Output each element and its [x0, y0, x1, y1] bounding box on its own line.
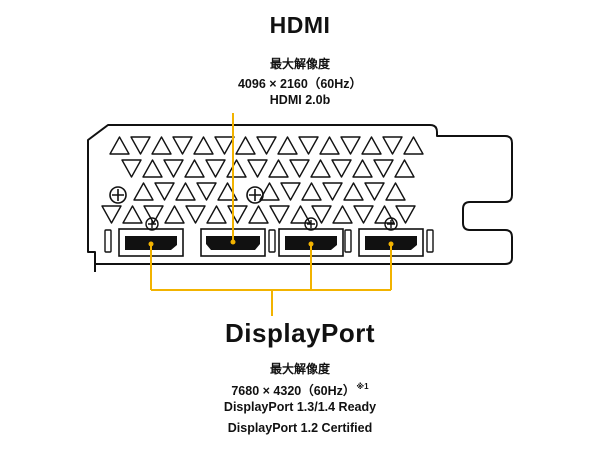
vent-hole	[206, 205, 227, 224]
vent-hole	[172, 136, 193, 155]
vent-hole	[277, 136, 298, 155]
vent-hole	[185, 205, 206, 224]
vent-hole	[403, 136, 424, 155]
vent-hole	[235, 136, 256, 155]
vent-hole	[226, 159, 247, 178]
vent-hole	[332, 205, 353, 224]
hdmi-version: HDMI 2.0b	[269, 93, 331, 107]
vent-hole	[227, 205, 248, 224]
vent-hole	[280, 182, 301, 201]
vent-hole	[311, 205, 332, 224]
displayport-resolution-value: 7680 × 4320（60Hz）	[231, 384, 356, 398]
vent-hole	[214, 136, 235, 155]
vent-hole	[121, 159, 142, 178]
vent-hole	[175, 182, 196, 201]
vent-hole	[151, 136, 172, 155]
vent-hole	[331, 159, 352, 178]
vent-hole	[184, 159, 205, 178]
vent-hole	[142, 159, 163, 178]
vent-hole	[164, 205, 185, 224]
hdmi-resolution-value: 4096 × 2160（60Hz）	[237, 77, 363, 91]
displayport-support-line-1: DisplayPort 1.3/1.4 Ready	[223, 400, 377, 414]
displayport-support-line-2: DisplayPort 1.2 Certified	[227, 421, 373, 435]
callout-lines	[150, 113, 392, 316]
vent-hole	[364, 182, 385, 201]
vent-hole	[319, 136, 340, 155]
screw-icon	[109, 186, 127, 204]
hdmi-resolution-label: 最大解像度	[269, 57, 330, 71]
vent-hole	[382, 136, 403, 155]
vent-hole	[340, 136, 361, 155]
screw-icon	[304, 217, 318, 231]
vent-hole	[248, 205, 269, 224]
vent-grid	[101, 136, 424, 224]
vent-hole	[352, 159, 373, 178]
displayport-resolution-label: 最大解像度	[269, 362, 330, 376]
vent-hole	[163, 159, 184, 178]
vent-hole	[353, 205, 374, 224]
vent-hole	[290, 205, 311, 224]
vent-hole	[196, 182, 217, 201]
vent-hole	[217, 182, 238, 201]
vent-hole	[205, 159, 226, 178]
vent-hole	[259, 182, 280, 201]
vent-hole	[130, 136, 151, 155]
displayport-title: DisplayPort	[225, 318, 375, 348]
vent-hole	[268, 159, 289, 178]
vent-hole	[101, 205, 122, 224]
footnote-mark: ※1	[356, 382, 369, 391]
vent-hole	[154, 182, 175, 201]
vent-hole	[395, 205, 416, 224]
screw-icon	[246, 186, 264, 204]
vent-hole	[343, 182, 364, 201]
screw-icon	[145, 217, 159, 231]
vent-hole	[322, 182, 343, 201]
vent-hole	[269, 205, 290, 224]
vent-hole	[301, 182, 322, 201]
vent-hole	[385, 182, 406, 201]
vent-hole	[193, 136, 214, 155]
vent-hole	[310, 159, 331, 178]
vent-hole	[361, 136, 382, 155]
vent-hole	[394, 159, 415, 178]
vent-hole	[133, 182, 154, 201]
vent-hole	[289, 159, 310, 178]
vent-hole	[298, 136, 319, 155]
bracket-outline	[87, 124, 513, 272]
vent-hole	[373, 159, 394, 178]
vent-hole	[247, 159, 268, 178]
vent-hole	[143, 205, 164, 224]
displayport-resolution-line: 7680 × 4320（60Hz）※1	[0, 380, 600, 399]
screw-icon	[384, 217, 398, 231]
vent-hole	[109, 136, 130, 155]
vent-hole	[256, 136, 277, 155]
vent-hole	[122, 205, 143, 224]
hdmi-title: HDMI	[269, 12, 331, 38]
